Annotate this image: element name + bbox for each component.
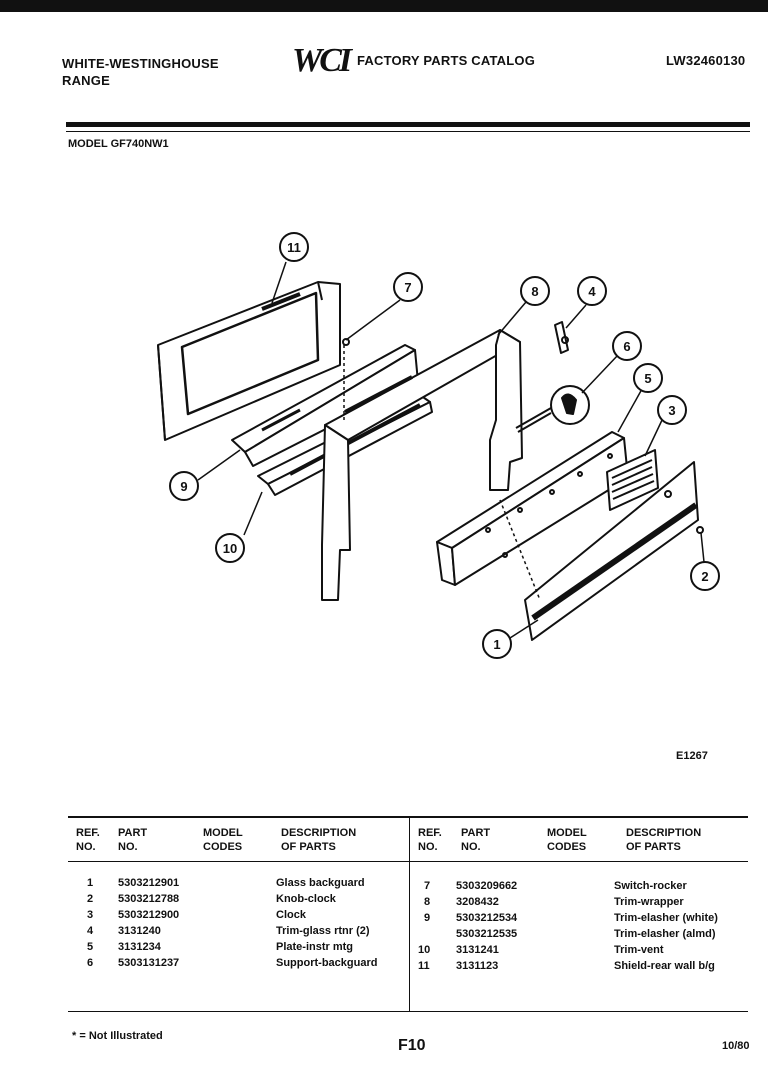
row-desc: Trim-glass rtnr (2) xyxy=(276,925,370,937)
row-part: 5303212535 xyxy=(456,928,518,940)
row-part: 5303212901 xyxy=(118,877,180,889)
callout-9: 9 xyxy=(169,471,199,501)
row-part: 3131234 xyxy=(118,941,161,953)
part-2-knob xyxy=(696,526,704,534)
row-part: 5303212900 xyxy=(118,909,180,921)
part-5-plate xyxy=(436,431,629,586)
top-scan-edge xyxy=(0,0,768,12)
row-part: 5303212788 xyxy=(118,893,180,905)
row-desc: Trim-elasher (almd) xyxy=(614,928,716,940)
callout-10: 10 xyxy=(215,533,245,563)
row-desc: Trim-vent xyxy=(614,944,664,956)
part-6-support xyxy=(515,385,590,433)
callout-3: 3 xyxy=(657,395,687,425)
svg-text:3: 3 xyxy=(668,403,675,418)
callout-1: 1 xyxy=(482,629,512,659)
print-date: 10/80 xyxy=(722,1040,750,1052)
row-desc: Clock xyxy=(276,909,306,921)
catalog-title: FACTORY PARTS CATALOG xyxy=(357,53,536,68)
row-part: 3131123 xyxy=(456,960,499,972)
row-part: 5303131237 xyxy=(118,957,180,969)
svg-text:6: 6 xyxy=(623,339,630,354)
row-ref: 9 xyxy=(424,912,431,924)
svg-text:8: 8 xyxy=(531,284,538,299)
row-ref: 1 xyxy=(87,877,94,889)
brand-line1: WHITE-WESTINGHOUSE xyxy=(62,56,219,71)
th-ref-left: REF.NO. xyxy=(76,827,100,853)
svg-text:5: 5 xyxy=(644,371,651,386)
svg-text:9: 9 xyxy=(180,479,187,494)
part-8-wrapper xyxy=(321,329,523,601)
row-desc: Knob-clock xyxy=(276,893,336,905)
row-ref: 4 xyxy=(87,925,94,937)
svg-text:2: 2 xyxy=(701,569,708,584)
row-part: 3131240 xyxy=(118,925,161,937)
row-desc: Glass backguard xyxy=(276,877,365,889)
callout-7: 7 xyxy=(393,272,423,302)
callout-5: 5 xyxy=(633,363,663,393)
row-ref: 2 xyxy=(87,893,94,905)
table-top-rule xyxy=(68,816,748,818)
row-part: 5303212534 xyxy=(456,912,518,924)
svg-text:10: 10 xyxy=(223,541,237,556)
page-number: F10 xyxy=(398,1037,426,1054)
row-ref: 3 xyxy=(87,909,94,921)
part-4-retainer xyxy=(554,321,569,354)
brand-line2: RANGE xyxy=(62,73,110,88)
leader-lines xyxy=(197,261,705,639)
part-11-shield xyxy=(157,281,341,441)
row-desc: Support-backguard xyxy=(276,957,378,969)
table-header-rule xyxy=(68,861,748,862)
svg-text:1: 1 xyxy=(493,637,500,652)
svg-text:11: 11 xyxy=(287,240,301,255)
wci-logo: WCI xyxy=(292,42,352,79)
svg-text:7: 7 xyxy=(404,280,411,295)
row-ref: 6 xyxy=(87,957,94,969)
header-rule-thick xyxy=(66,122,750,127)
row-desc: Plate-instr mtg xyxy=(276,941,354,953)
row-ref: 7 xyxy=(424,880,431,892)
row-part: 3208432 xyxy=(456,896,499,908)
callout-8: 8 xyxy=(520,276,550,306)
row-desc: Shield-rear wall b/g xyxy=(614,960,715,972)
th-ref-right: REF.NO. xyxy=(418,827,442,853)
row-part: 3131241 xyxy=(456,944,499,956)
callout-11: 11 xyxy=(279,232,309,262)
part-1-glass xyxy=(524,461,699,641)
row-ref: 5 xyxy=(87,941,94,953)
footnote: * = Not Illustrated xyxy=(72,1030,163,1042)
svg-text:4: 4 xyxy=(588,284,596,299)
callout-6: 6 xyxy=(612,331,642,361)
table-center-rule xyxy=(409,817,410,1012)
row-ref: 11 xyxy=(418,960,430,972)
catalog-number: LW32460130 xyxy=(666,53,746,68)
model-number: MODEL GF740NW1 xyxy=(68,138,169,150)
row-desc: Trim-wrapper xyxy=(614,896,684,908)
part-7-switch xyxy=(342,338,350,346)
part-3-clock xyxy=(606,449,659,511)
table-bottom-rule xyxy=(68,1011,748,1012)
figure-id: E1267 xyxy=(676,750,708,762)
row-desc: Trim-elasher (white) xyxy=(614,912,718,924)
callout-4: 4 xyxy=(577,276,607,306)
header-rule-thin xyxy=(66,131,750,132)
row-ref: 8 xyxy=(424,896,431,908)
callout-2: 2 xyxy=(690,561,720,591)
row-desc: Switch-rocker xyxy=(614,880,687,892)
row-ref: 10 xyxy=(418,944,431,956)
row-part: 5303209662 xyxy=(456,880,518,892)
